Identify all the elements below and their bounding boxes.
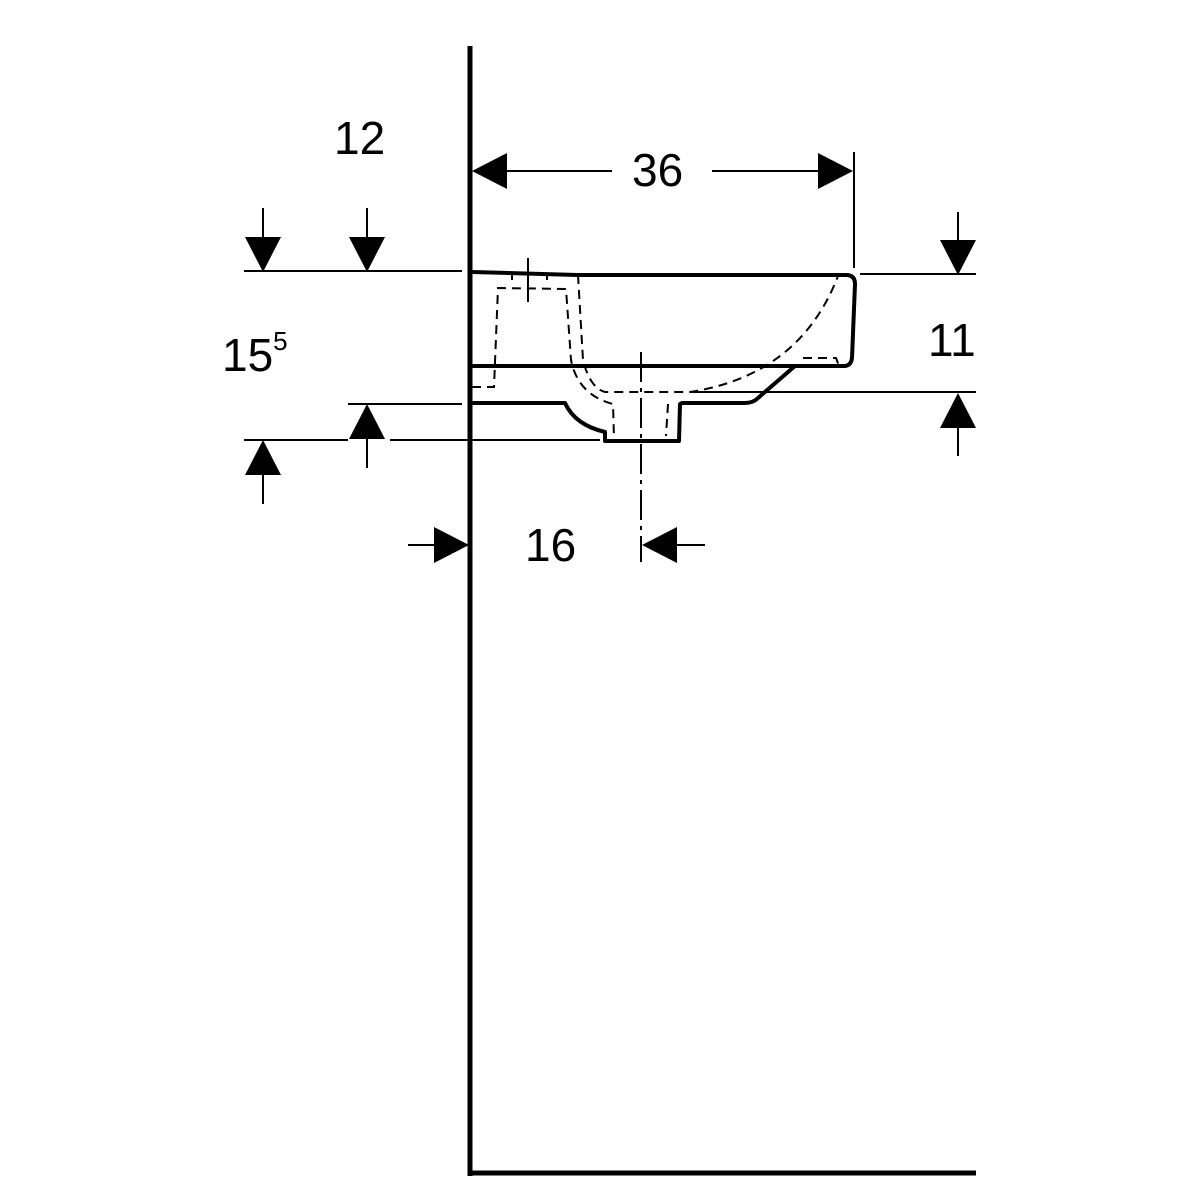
- dim-height: 155: [222, 328, 288, 381]
- arrow-icon: [245, 440, 281, 475]
- arrow-icon: [245, 237, 281, 272]
- dimension-arrows: [245, 153, 976, 563]
- arrow-icon: [349, 237, 385, 272]
- sink-underside: [472, 364, 797, 443]
- arrow-icon: [434, 527, 469, 563]
- extension-lines: [244, 152, 976, 546]
- arrow-icon: [940, 393, 976, 428]
- sink-outline: [471, 270, 857, 368]
- arrow-icon: [940, 240, 976, 275]
- dim-height-value: 15: [222, 329, 274, 381]
- dim-drain-offset: 16: [525, 519, 577, 571]
- arrow-icon: [472, 153, 507, 189]
- arrow-icon: [642, 527, 677, 563]
- hidden-lines: [472, 273, 840, 439]
- arrow-icon: [349, 404, 385, 439]
- dim-width: 36: [632, 144, 684, 196]
- arrow-icon: [818, 153, 853, 189]
- dim-depth: 11: [928, 314, 976, 366]
- dim-height-superscript: 5: [273, 326, 288, 356]
- dim-left-offset: 12: [334, 112, 386, 164]
